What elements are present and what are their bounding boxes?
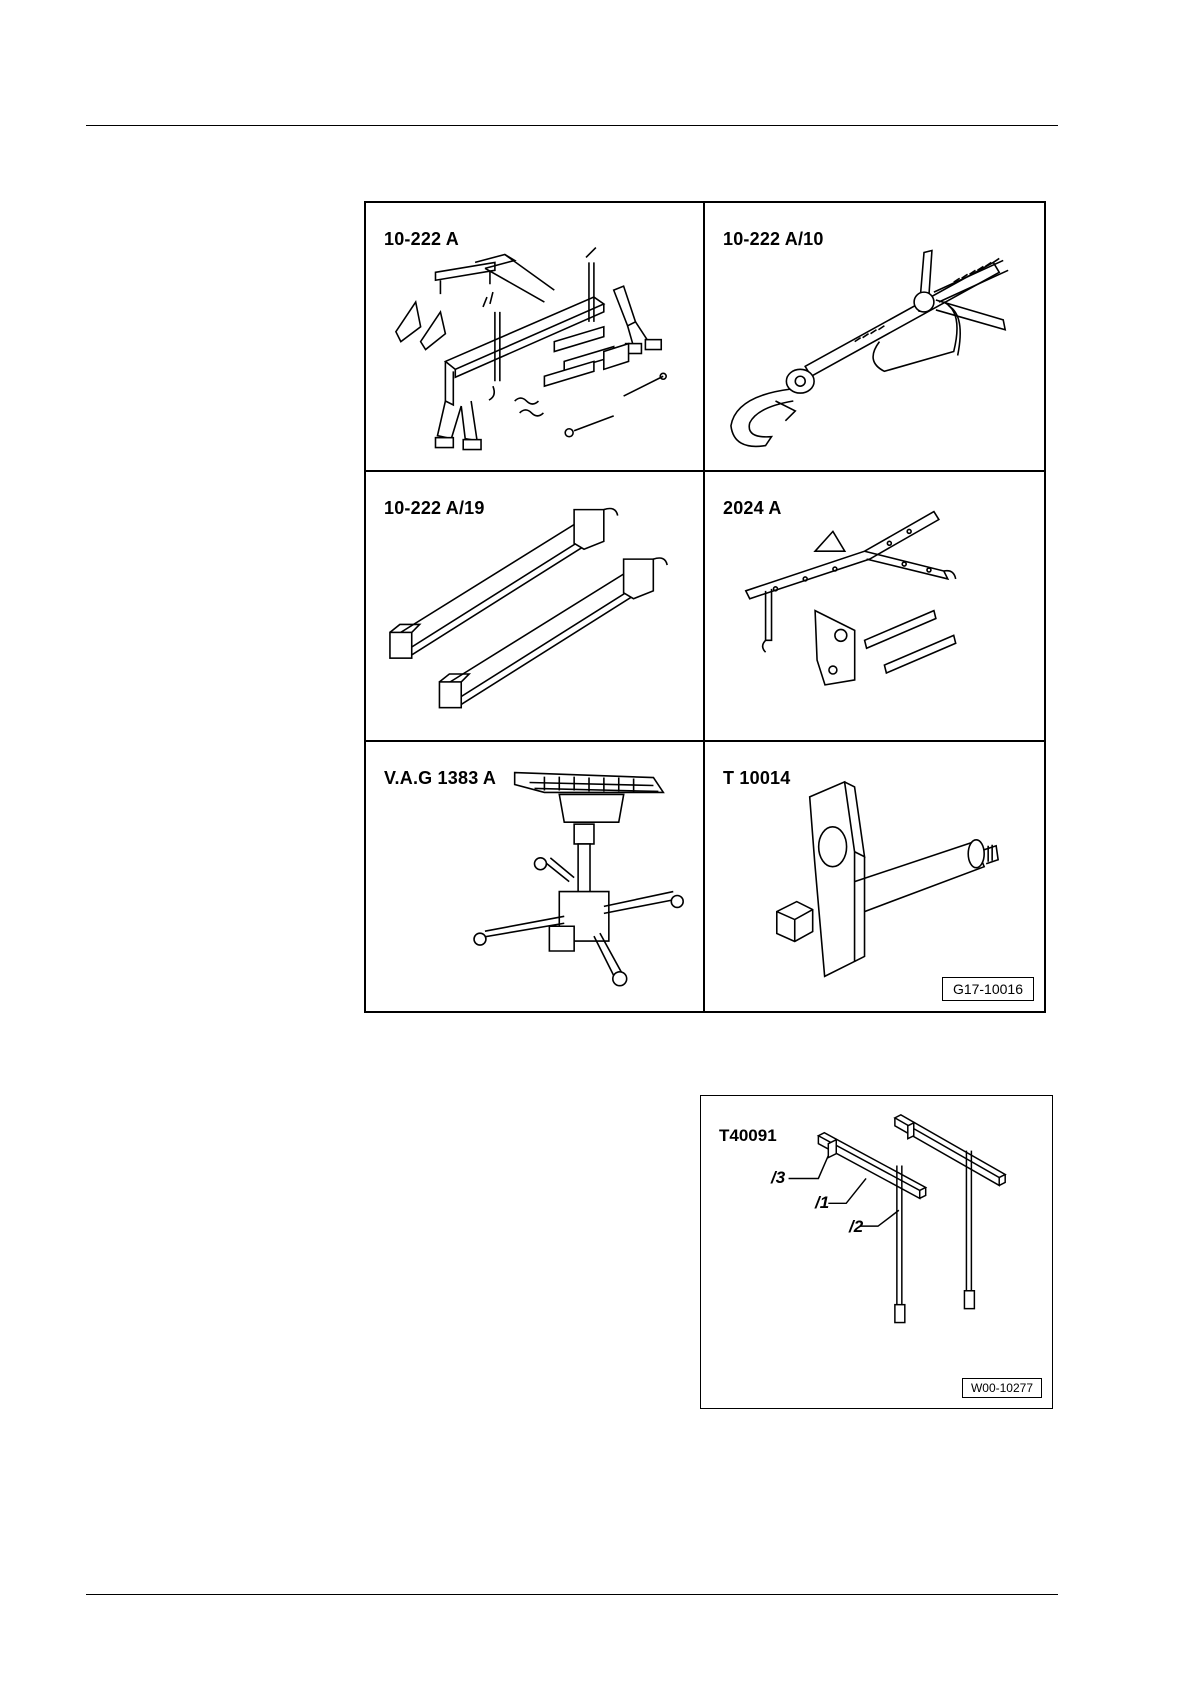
tool-cell-10-222a-10: 10-222 A/10: [705, 203, 1044, 472]
part-label: /1: [815, 1193, 829, 1213]
lifting-bracket-illustration: [705, 472, 1044, 739]
header-rule: [86, 125, 1058, 126]
tool-cell-10-222a-19: 10-222 A/19: [366, 472, 705, 741]
footer-rule: [86, 1594, 1058, 1595]
engine-adapter-illustration: [705, 742, 1044, 1011]
figure-reference: W00-10277: [962, 1378, 1042, 1398]
figure-reference: G17-10016: [942, 977, 1034, 1001]
t40091-illustration: [701, 1096, 1052, 1408]
tool-cell-vag-1383a: V.A.G 1383 A: [366, 742, 705, 1011]
part-label: /2: [849, 1217, 863, 1237]
t40091-figure: T40091 /3 /1 /2 W00-10277: [700, 1095, 1053, 1409]
tool-cell-t10014: T 10014 G17-10016: [705, 742, 1044, 1011]
special-tools-figure: 10-222 A: [364, 201, 1046, 1013]
tool-cell-10-222a: 10-222 A: [366, 203, 705, 472]
part-label: /3: [771, 1168, 785, 1188]
extension-adapters-illustration: [366, 472, 703, 739]
engine-support-bridge-illustration: [366, 203, 703, 470]
tool-cell-2024a: 2024 A: [705, 472, 1044, 741]
transmission-jack-illustration: [366, 742, 703, 1011]
spindle-hook-illustration: [705, 203, 1044, 470]
